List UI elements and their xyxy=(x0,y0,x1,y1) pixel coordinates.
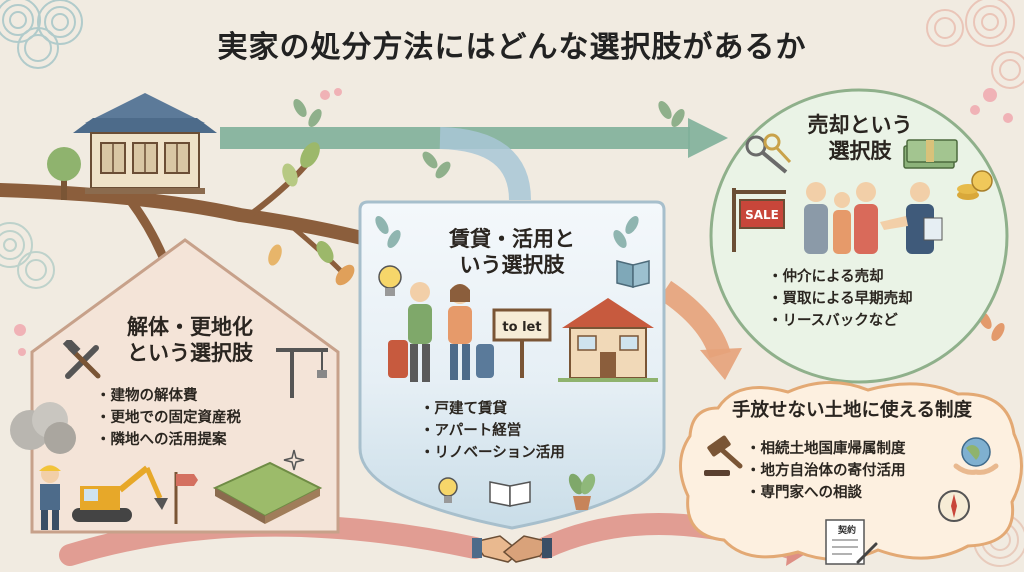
demolition-item: 更地での固定資産税 xyxy=(96,407,242,429)
money-stack-icon xyxy=(903,139,958,169)
family-icon xyxy=(804,182,878,254)
excavator-icon xyxy=(72,465,168,522)
couple-with-suitcases-icon xyxy=(388,282,494,382)
wave-pattern-top-right xyxy=(926,0,1024,89)
contract-label: 契約 xyxy=(837,524,856,536)
dust-cloud-icon xyxy=(10,402,76,454)
sale-sign-icon: SALE xyxy=(732,188,786,252)
coins-icon xyxy=(957,170,993,200)
sale-sign-text: SALE xyxy=(745,208,779,222)
orange-flow-arrow xyxy=(658,280,731,359)
open-book-icon xyxy=(616,260,650,288)
potted-plant-icon xyxy=(568,473,596,510)
rental-item: 戸建て賃貸 xyxy=(420,398,565,420)
crane-icon xyxy=(276,348,328,398)
top-flow-arrowhead xyxy=(688,118,728,158)
agent-icon xyxy=(880,182,943,254)
demolition-item: 隣地への活用提案 xyxy=(96,429,241,451)
keys-icon xyxy=(745,133,792,174)
to-let-sign-icon: to let xyxy=(492,308,552,378)
traditional-house-icon xyxy=(73,93,217,194)
sale-title-line2: 選択肢 xyxy=(828,139,892,164)
demolition-item: 建物の解体費 xyxy=(96,385,241,407)
worker-icon xyxy=(39,465,61,530)
rental-list: 戸建て賃貸 アパート経営 リノベーション活用 xyxy=(420,398,565,464)
rental-leaf-decor xyxy=(375,215,639,249)
handshake-icon xyxy=(472,535,552,563)
sparkle-icon xyxy=(283,449,305,471)
open-book-icon xyxy=(489,481,531,507)
unwanted-land-item: 地方自治体の寄付活用 xyxy=(746,460,906,482)
rental-flow-connector xyxy=(439,127,531,201)
compass-icon xyxy=(938,490,970,522)
sale-list: 仲介による売却 買取による早期売却 リースバックなど xyxy=(768,266,913,332)
contract-icon: 契約 xyxy=(825,519,878,565)
lightbulb-icon xyxy=(378,265,402,296)
demolition-title-line1: 解体・更地化 xyxy=(127,315,253,339)
demolition-title: 解体・更地化 という選択肢 xyxy=(95,314,285,367)
unwanted-land-title: 手放せない土地に使える制度 xyxy=(732,400,972,421)
sale-item: リースバックなど xyxy=(768,310,913,332)
sale-item: 仲介による売却 xyxy=(768,266,913,288)
signpost-icon xyxy=(174,472,198,524)
demolition-list: 建物の解体費 更地での固定資産税 隣地への活用提案 xyxy=(96,385,242,451)
unwanted-land-list: 相続土地国庫帰属制度 地方自治体の寄付活用 専門家への相談 xyxy=(746,438,906,504)
page-title: 実家の処分方法にはどんな選択肢があるか xyxy=(217,30,807,65)
rental-title-line1: 賃貸・活用と xyxy=(449,227,575,251)
orange-flow-arrowhead xyxy=(700,348,742,380)
rental-item: リノベーション活用 xyxy=(420,442,565,464)
globe-hands-icon xyxy=(953,437,999,475)
to-let-sign-text: to let xyxy=(502,320,541,335)
grass-plot-icon xyxy=(212,461,323,524)
sale-title: 売却という 選択肢 xyxy=(785,112,935,165)
wrench-hammer-icon xyxy=(62,340,101,379)
wave-pattern-left xyxy=(0,222,55,289)
sale-title-line1: 売却という xyxy=(807,113,913,137)
sale-item: 買取による早期売却 xyxy=(768,288,913,310)
tree-icon xyxy=(47,147,81,200)
lightbulb-icon xyxy=(438,477,458,503)
unwanted-land-item: 専門家への相談 xyxy=(746,482,906,504)
unwanted-land-item: 相続土地国庫帰属制度 xyxy=(746,438,906,460)
rental-house-icon xyxy=(558,298,658,382)
wave-pattern-top-left xyxy=(0,0,83,69)
gavel-icon xyxy=(704,435,743,476)
rental-item: アパート経営 xyxy=(420,420,565,442)
rental-title-line2: いう選択肢 xyxy=(459,253,565,278)
rental-title: 賃貸・活用と いう選択肢 xyxy=(412,226,612,279)
demolition-title-line2: という選択肢 xyxy=(127,341,253,366)
